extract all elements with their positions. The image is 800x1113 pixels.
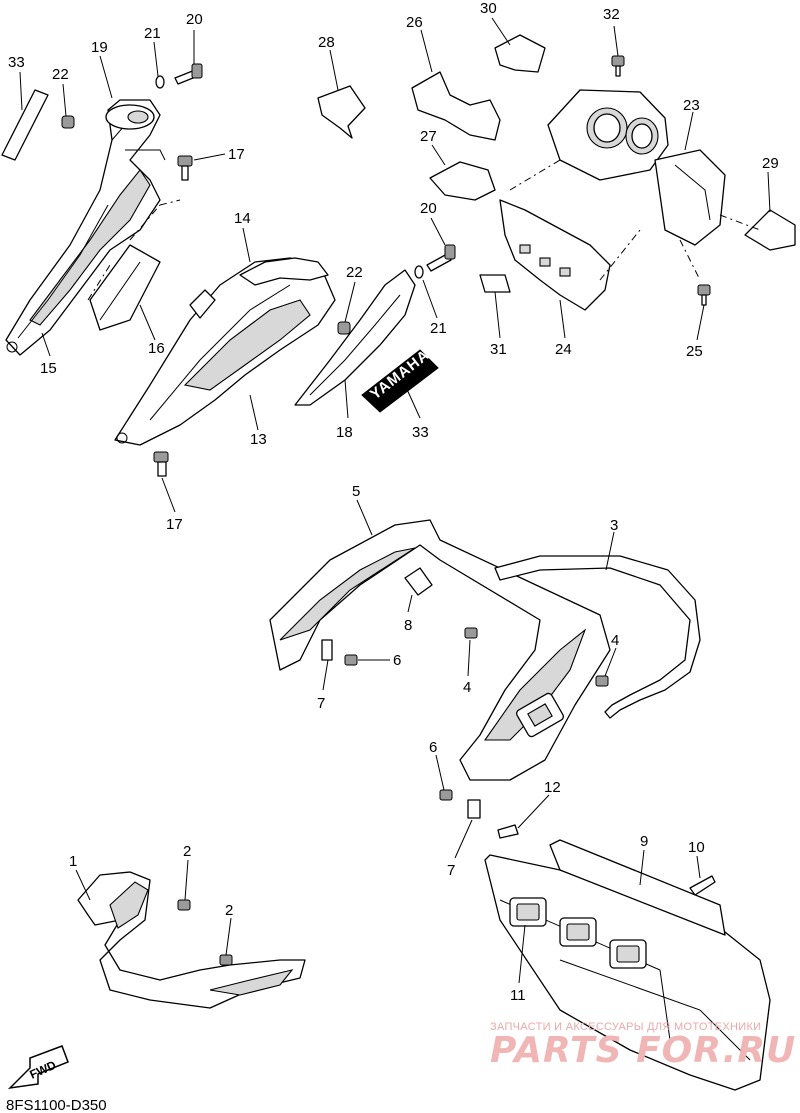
callout-3: 3: [610, 517, 618, 534]
part-17-bolt-top: [177, 155, 193, 181]
callout-8: 8: [404, 617, 412, 634]
part-6-bolt-lower: [439, 789, 453, 801]
part-31-pad: [479, 274, 511, 293]
callout-19: 19: [91, 39, 108, 56]
part-30-cover: [494, 34, 546, 73]
part-13-front-cowl: [114, 257, 336, 446]
callout-12: 12: [544, 779, 561, 796]
callout-14: 14: [234, 210, 251, 227]
part-22-collar-mid: [337, 321, 351, 335]
callout-11: 11: [510, 987, 526, 1004]
callout-2: 2: [225, 902, 233, 919]
callout-27: 27: [420, 128, 437, 145]
part-20-bolt-left: [174, 63, 203, 85]
part-20-bolt-mid: [426, 244, 456, 272]
part-23-meter-housing: [547, 89, 726, 246]
part-29-clip: [744, 209, 796, 251]
part-10-clip: [689, 875, 716, 896]
callout-33: 33: [8, 54, 25, 71]
part-24-bracket-plate: [499, 199, 611, 311]
callout-28: 28: [318, 34, 335, 51]
callout-20: 20: [186, 11, 203, 28]
part-17-bolt-lower: [153, 451, 169, 477]
callout-16: 16: [148, 340, 165, 357]
callout-22: 22: [52, 66, 69, 83]
part-16-bracket: [89, 244, 161, 331]
callout-25: 25: [686, 343, 703, 360]
callout-22: 22: [346, 264, 363, 281]
part-21-washer-mid: [414, 265, 424, 279]
callout-26: 26: [406, 14, 423, 31]
part-4-bolt-mid: [464, 627, 478, 639]
callout-6: 6: [429, 739, 437, 756]
callout-20: 20: [420, 200, 437, 217]
callout-5: 5: [352, 483, 360, 500]
part-21-washer-left: [155, 75, 165, 89]
callout-33: 33: [412, 424, 429, 441]
part-11-grille: [509, 897, 647, 969]
part-33-decal-yamaha: YAMAHA: [361, 346, 439, 413]
callout-13: 13: [250, 431, 267, 448]
part-27-shield: [429, 161, 496, 201]
part-28-bracket: [317, 85, 366, 139]
part-8-rubber: [404, 567, 433, 596]
callout-32: 32: [603, 6, 620, 23]
part-14-upper-trim: [239, 257, 329, 286]
callout-30: 30: [480, 0, 497, 17]
part-5-lower-cowl: [269, 519, 611, 781]
callout-17: 17: [166, 516, 183, 533]
part-7-nut-left: [321, 639, 333, 661]
callout-1: 1: [69, 853, 77, 870]
fwd-arrow-icon: FWD: [7, 1045, 69, 1090]
callout-31: 31: [490, 341, 507, 358]
callout-17: 17: [228, 146, 245, 163]
callout-4: 4: [463, 679, 471, 696]
callout-15: 15: [40, 360, 57, 377]
part-9-skid-plate: [484, 839, 771, 1091]
watermark-logo: PARTS FOR.RU: [490, 1030, 796, 1071]
callout-6: 6: [393, 652, 401, 669]
callout-10: 10: [688, 839, 705, 856]
callout-18: 18: [336, 424, 353, 441]
part-22-collar-left: [61, 115, 75, 129]
part-18-side-trim: [294, 269, 416, 406]
part-6-bolt-left: [344, 654, 358, 666]
callout-4: 4: [611, 632, 619, 649]
callout-2: 2: [183, 843, 191, 860]
part-26-inner-panel: [411, 71, 501, 141]
diagram-code: 8FS1100-D350: [6, 1097, 107, 1113]
part-3-handle-bar: [494, 555, 701, 719]
part-12-rivet: [497, 824, 519, 839]
callout-7: 7: [317, 695, 325, 712]
part-4-bolt-right: [595, 675, 609, 687]
callout-9: 9: [640, 833, 648, 850]
part-2-bolt-upper: [177, 899, 191, 911]
part-33-decal-left: [1, 89, 49, 161]
callout-23: 23: [683, 97, 700, 114]
part-2-bolt-lower: [219, 954, 233, 966]
part-7-nut-lower: [467, 799, 481, 819]
callout-24: 24: [555, 341, 572, 358]
callout-21: 21: [144, 25, 161, 42]
part-1-front-guard: [77, 871, 306, 1009]
part-25-screw: [697, 284, 711, 306]
callout-7: 7: [447, 862, 455, 879]
callout-21: 21: [430, 320, 447, 337]
part-15-side-cover: [5, 99, 166, 356]
callout-29: 29: [762, 155, 779, 172]
part-32-screw: [611, 55, 625, 77]
watermark-tagline: ЗАПЧАСТИ И АКСЕССУАРЫ ДЛЯ МОТОТЕХНИКИ: [490, 1021, 761, 1033]
